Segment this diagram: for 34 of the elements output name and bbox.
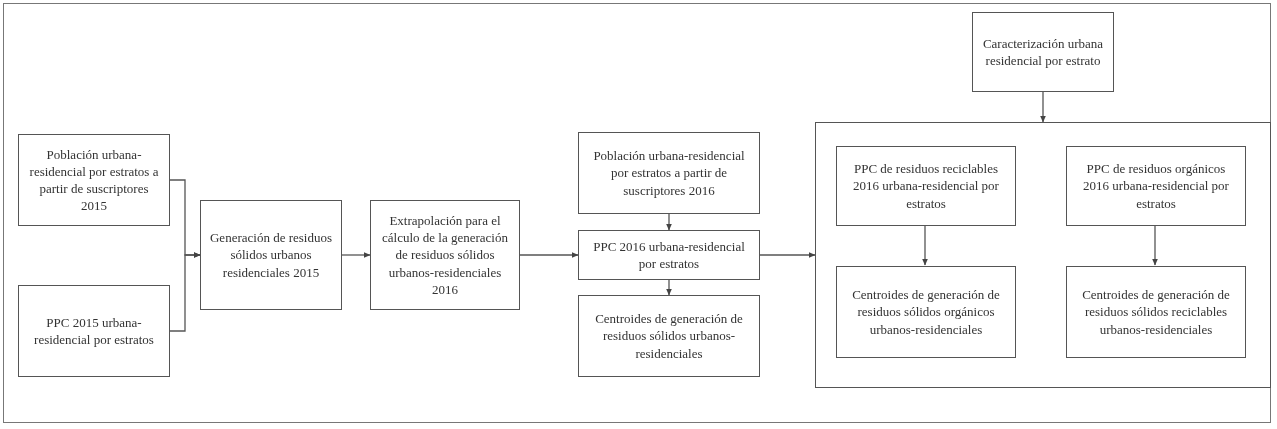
arrow	[666, 213, 672, 231]
process-box	[370, 200, 520, 310]
box-text: Centroides de generación de residuos sólidos reciclables urbanos-residenciales	[1081, 286, 1231, 338]
arrow	[169, 252, 201, 332]
process-box	[200, 200, 342, 310]
process-box	[836, 146, 1016, 226]
arrow	[922, 224, 928, 266]
process-box	[1066, 266, 1246, 358]
group-box	[815, 122, 1271, 388]
process-box	[836, 266, 1016, 358]
arrow	[1152, 224, 1158, 266]
box-text: Extrapolación para el cálculo de la generación de residuos sólidos urbanos-residenciales 2016	[381, 212, 509, 298]
box-text: PPC de residuos reciclables 2016 urbana-residencial por estratos	[852, 160, 1000, 212]
box-text: Población urbana-residencial por estratos a partir de suscriptores 2015	[28, 145, 160, 215]
process-box	[972, 12, 1114, 92]
process-box	[18, 134, 170, 226]
process-box	[578, 132, 760, 214]
box-text: PPC de residuos orgánicos 2016 urbana-residencial por estratos	[1082, 160, 1230, 212]
box-text: Generación de residuos sólidos urbanos residenciales 2015	[209, 229, 333, 281]
arrow	[341, 252, 371, 258]
box-text: Población urbana-residencial por estratos a partir de suscriptores 2016	[592, 147, 746, 199]
arrow	[1040, 91, 1046, 123]
box-text: PPC 2016 urbana-residencial por estratos	[592, 237, 746, 273]
process-box	[578, 230, 760, 280]
process-box	[1066, 146, 1246, 226]
box-text: Centroides de generación de residuos sólidos orgánicos urbanos-residenciales	[851, 286, 1001, 338]
process-box	[578, 295, 760, 377]
box-text: PPC 2015 urbana-residencial por estratos	[33, 313, 155, 349]
arrow	[519, 252, 579, 258]
arrow	[759, 252, 816, 258]
arrow	[666, 279, 672, 296]
box-text: Caracterización urbana residencial por estrato	[981, 34, 1105, 70]
box-text: Centroides de generación de residuos sólidos urbanos-residenciales	[594, 310, 744, 362]
process-box	[18, 285, 170, 377]
